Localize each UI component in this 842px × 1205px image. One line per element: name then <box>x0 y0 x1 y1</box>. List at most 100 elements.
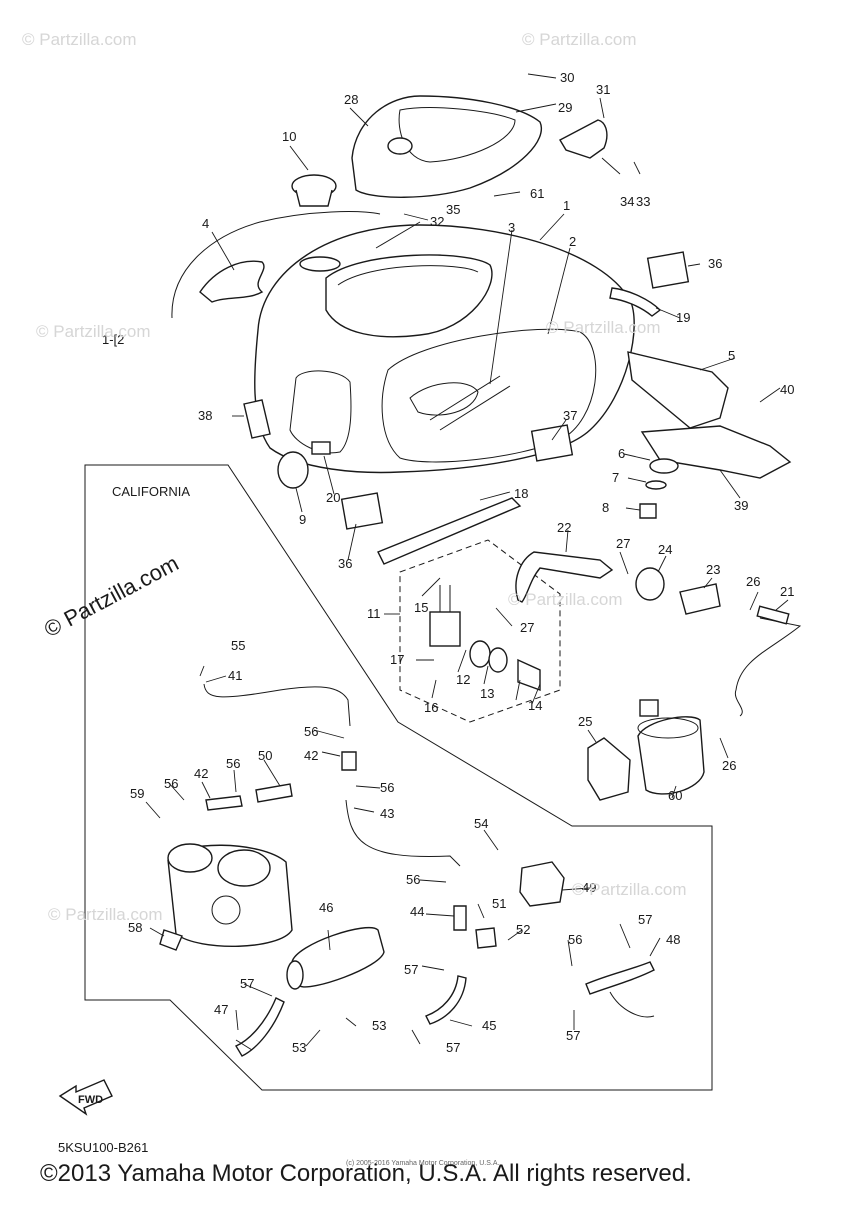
fuel-tank <box>254 224 635 474</box>
callout-33: 33 <box>636 194 650 209</box>
fuel-cock <box>429 611 461 647</box>
callout-57-c: 57 <box>240 976 254 991</box>
bracket-25 <box>587 737 631 801</box>
callout-36-low: 36 <box>338 556 352 571</box>
callout-57-e: 57 <box>446 1040 460 1055</box>
callout-56-f: 56 <box>568 932 582 947</box>
callout-23: 23 <box>706 562 720 577</box>
watermark: © Partzilla.com <box>48 905 163 924</box>
tank-bracket <box>627 351 729 429</box>
callout-1: 1 <box>563 198 570 213</box>
callout-56-b: 56 <box>226 756 240 771</box>
callout-49: 49 <box>582 880 596 895</box>
callout-22: 22 <box>557 520 571 535</box>
watermark: © Partzilla.com <box>36 322 151 341</box>
callout-56-c: 56 <box>164 776 178 791</box>
watermark: © Partzilla.com <box>522 30 637 49</box>
callout-58: 58 <box>128 920 142 935</box>
callout-21: 21 <box>780 584 794 599</box>
copyright-notice: ©2013 Yamaha Motor Corporation, U.S.A. A… <box>40 1160 692 1187</box>
callout-26-low: 26 <box>722 758 736 773</box>
callout-56-d: 56 <box>380 780 394 795</box>
callout-numbers: 30 29 31 28 10 34 33 61 32 35 4 1 3 2 36… <box>78 70 794 1106</box>
callout-39: 39 <box>734 498 748 513</box>
washer <box>645 480 667 490</box>
callout-27-mid: 27 <box>520 620 534 635</box>
callout-17: 17 <box>390 652 404 667</box>
fwd-arrow <box>58 1079 113 1116</box>
callout-61: 61 <box>530 186 544 201</box>
damper-ring <box>277 451 309 489</box>
hose <box>243 399 271 439</box>
callout-12: 12 <box>456 672 470 687</box>
callout-27-top: 27 <box>616 536 630 551</box>
callout-44: 44 <box>410 904 424 919</box>
callout-28: 28 <box>344 92 358 107</box>
fuel-filter <box>679 583 721 615</box>
callout-48: 48 <box>666 932 680 947</box>
watermark: © Partzilla.com <box>546 318 661 337</box>
callout-55: 55 <box>231 638 245 653</box>
callout-14: 14 <box>528 698 542 713</box>
callout-18: 18 <box>514 486 528 501</box>
callout-group-1-2: 1-[2 <box>102 332 124 347</box>
callout-56-a: 56 <box>304 724 318 739</box>
callout-53-b: 53 <box>292 1040 306 1055</box>
cap-24 <box>635 567 665 601</box>
callout-30: 30 <box>560 70 574 85</box>
callout-10: 10 <box>282 129 296 144</box>
callout-26-top: 26 <box>746 574 760 589</box>
callout-53-a: 53 <box>372 1018 386 1033</box>
callout-7: 7 <box>612 470 619 485</box>
callout-25: 25 <box>578 714 592 729</box>
callout-19: 19 <box>676 310 690 325</box>
callout-8: 8 <box>602 500 609 515</box>
callout-31: 31 <box>596 82 610 97</box>
callout-50: 50 <box>258 748 272 763</box>
callout-41: 41 <box>228 668 242 683</box>
callout-16: 16 <box>424 700 438 715</box>
fuel-pump <box>637 716 705 795</box>
callout-43: 43 <box>380 806 394 821</box>
callout-29: 29 <box>558 100 572 115</box>
callout-36-top: 36 <box>708 256 722 271</box>
callout-57-a: 57 <box>638 912 652 927</box>
callout-54: 54 <box>474 816 488 831</box>
callout-57-d: 57 <box>566 1028 580 1043</box>
damper-strip <box>377 497 522 565</box>
bracket <box>559 119 608 159</box>
fuel-hose <box>515 551 614 603</box>
damper <box>649 458 679 474</box>
callout-5: 5 <box>728 348 735 363</box>
protector <box>609 287 662 317</box>
callout-11: 11 <box>367 606 381 621</box>
callout-35: 35 <box>446 202 460 217</box>
california-label: CALIFORNIA <box>112 484 191 499</box>
callout-fwd: FWD <box>78 1094 103 1106</box>
callout-9: 9 <box>299 512 306 527</box>
tank-cover <box>351 95 542 198</box>
fine-print: (c) 2005-2016 Yamaha Motor Corporation, … <box>346 1160 500 1167</box>
callout-38: 38 <box>198 408 212 423</box>
callout-42-a: 42 <box>304 748 318 763</box>
callout-6: 6 <box>618 446 625 461</box>
callout-47: 47 <box>214 1002 228 1017</box>
california-boundary <box>84 464 713 1091</box>
solenoid-valve <box>519 861 565 907</box>
callout-60: 60 <box>668 788 682 803</box>
callout-2: 2 <box>569 234 576 249</box>
callout-42-b: 42 <box>194 766 208 781</box>
diagram-code: 5KSU100-B261 <box>58 1140 149 1155</box>
callout-40: 40 <box>780 382 794 397</box>
callout-24: 24 <box>658 542 672 557</box>
callout-13: 13 <box>480 686 494 701</box>
callout-45: 45 <box>482 1018 496 1033</box>
callout-52: 52 <box>516 922 530 937</box>
canister <box>291 926 385 988</box>
callout-20: 20 <box>326 490 340 505</box>
callout-32: 32 <box>430 214 444 229</box>
watermark: © Partzilla.com <box>22 30 137 49</box>
carburetor <box>167 843 293 947</box>
bolt <box>639 503 657 519</box>
